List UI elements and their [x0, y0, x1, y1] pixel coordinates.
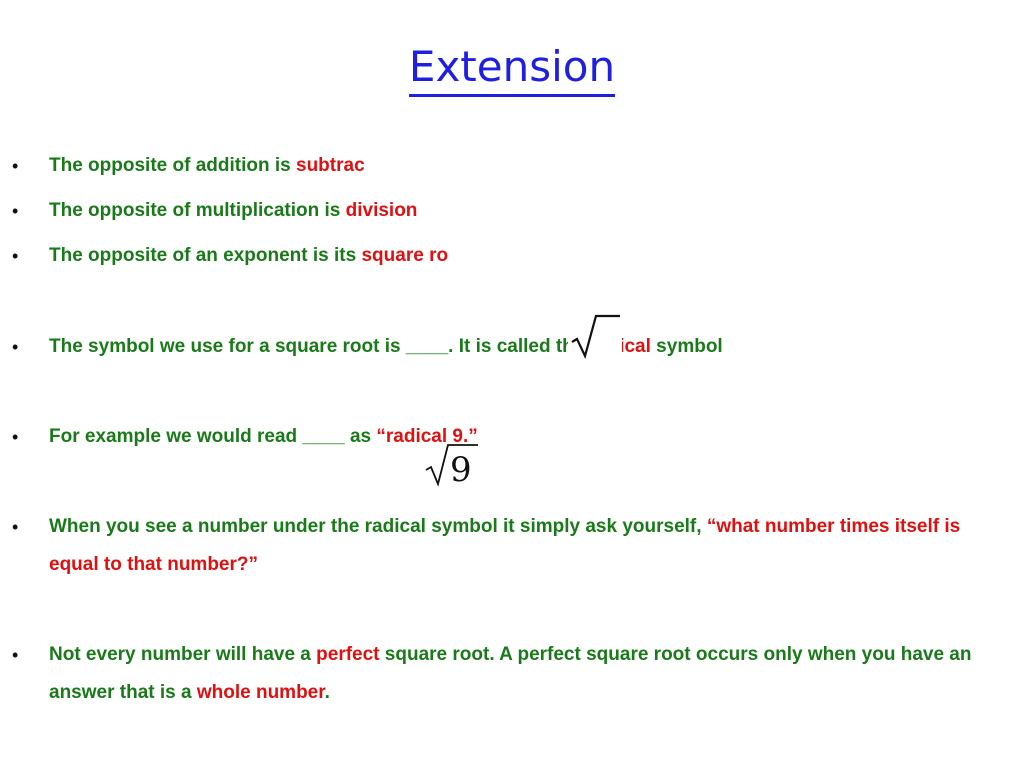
radical-symbol-stroke	[571, 314, 620, 360]
bullet-text: When you see a number under the radical …	[49, 508, 1009, 584]
radical-nine-stroke	[425, 444, 478, 487]
highlight-radical-nine: “radical 9.”	[376, 426, 478, 447]
highlight-division: division	[345, 200, 418, 221]
highlight-square-root: square root	[361, 245, 449, 266]
bullet-text-part: The symbol we use for a square root is _…	[49, 336, 590, 357]
highlight-subtraction: subtraction	[296, 155, 364, 176]
bullet-dot-icon: •	[12, 201, 19, 221]
bullet-text-part: The opposite of addition is	[49, 155, 296, 176]
bullet-text: For example we would read ____ as “radic…	[49, 418, 478, 456]
bullet-dot-icon: •	[12, 246, 19, 266]
highlight-question: “what number times itself is equal to th…	[49, 516, 961, 575]
bullet-text-part: The opposite of multiplication is	[49, 200, 346, 221]
bullet-text-part: Not every number will have a	[49, 644, 317, 665]
bullet-text: The opposite of an exponent is its squar…	[49, 237, 449, 275]
bullet-text: Not every number will have a perfect squ…	[49, 636, 1009, 712]
bullet-dot-icon: •	[12, 337, 19, 357]
slide-title: Extension	[0, 40, 1024, 97]
bullet-text: The opposite of addition is subtraction	[49, 147, 364, 185]
bullet-text-part: For example we would read ____ as	[49, 426, 377, 447]
highlight-perfect: perfect	[316, 644, 380, 665]
bullet-text-part: .	[324, 682, 330, 703]
bullet-dot-icon: •	[12, 645, 19, 665]
radical-symbol-icon	[568, 312, 622, 360]
bullet-dot-icon: •	[12, 156, 19, 176]
bullet-text-part: The opposite of an exponent is its	[49, 245, 362, 266]
bullet-text-part: symbol	[650, 336, 723, 357]
bullet-dot-icon: •	[12, 517, 19, 537]
bullet-text-part: square root. A perfect square root occur…	[49, 644, 972, 703]
slide-title-text: Extension	[408, 42, 616, 97]
bullet-text-part: When you see a number under the radical …	[49, 516, 707, 537]
bullet-text: The opposite of multiplication is divisi…	[49, 192, 417, 230]
highlight-whole-number: whole number	[196, 682, 325, 703]
bullet-dot-icon: •	[12, 427, 19, 447]
radical-nine-number: 9	[450, 450, 472, 488]
radical-nine-expression: 9	[425, 444, 478, 488]
